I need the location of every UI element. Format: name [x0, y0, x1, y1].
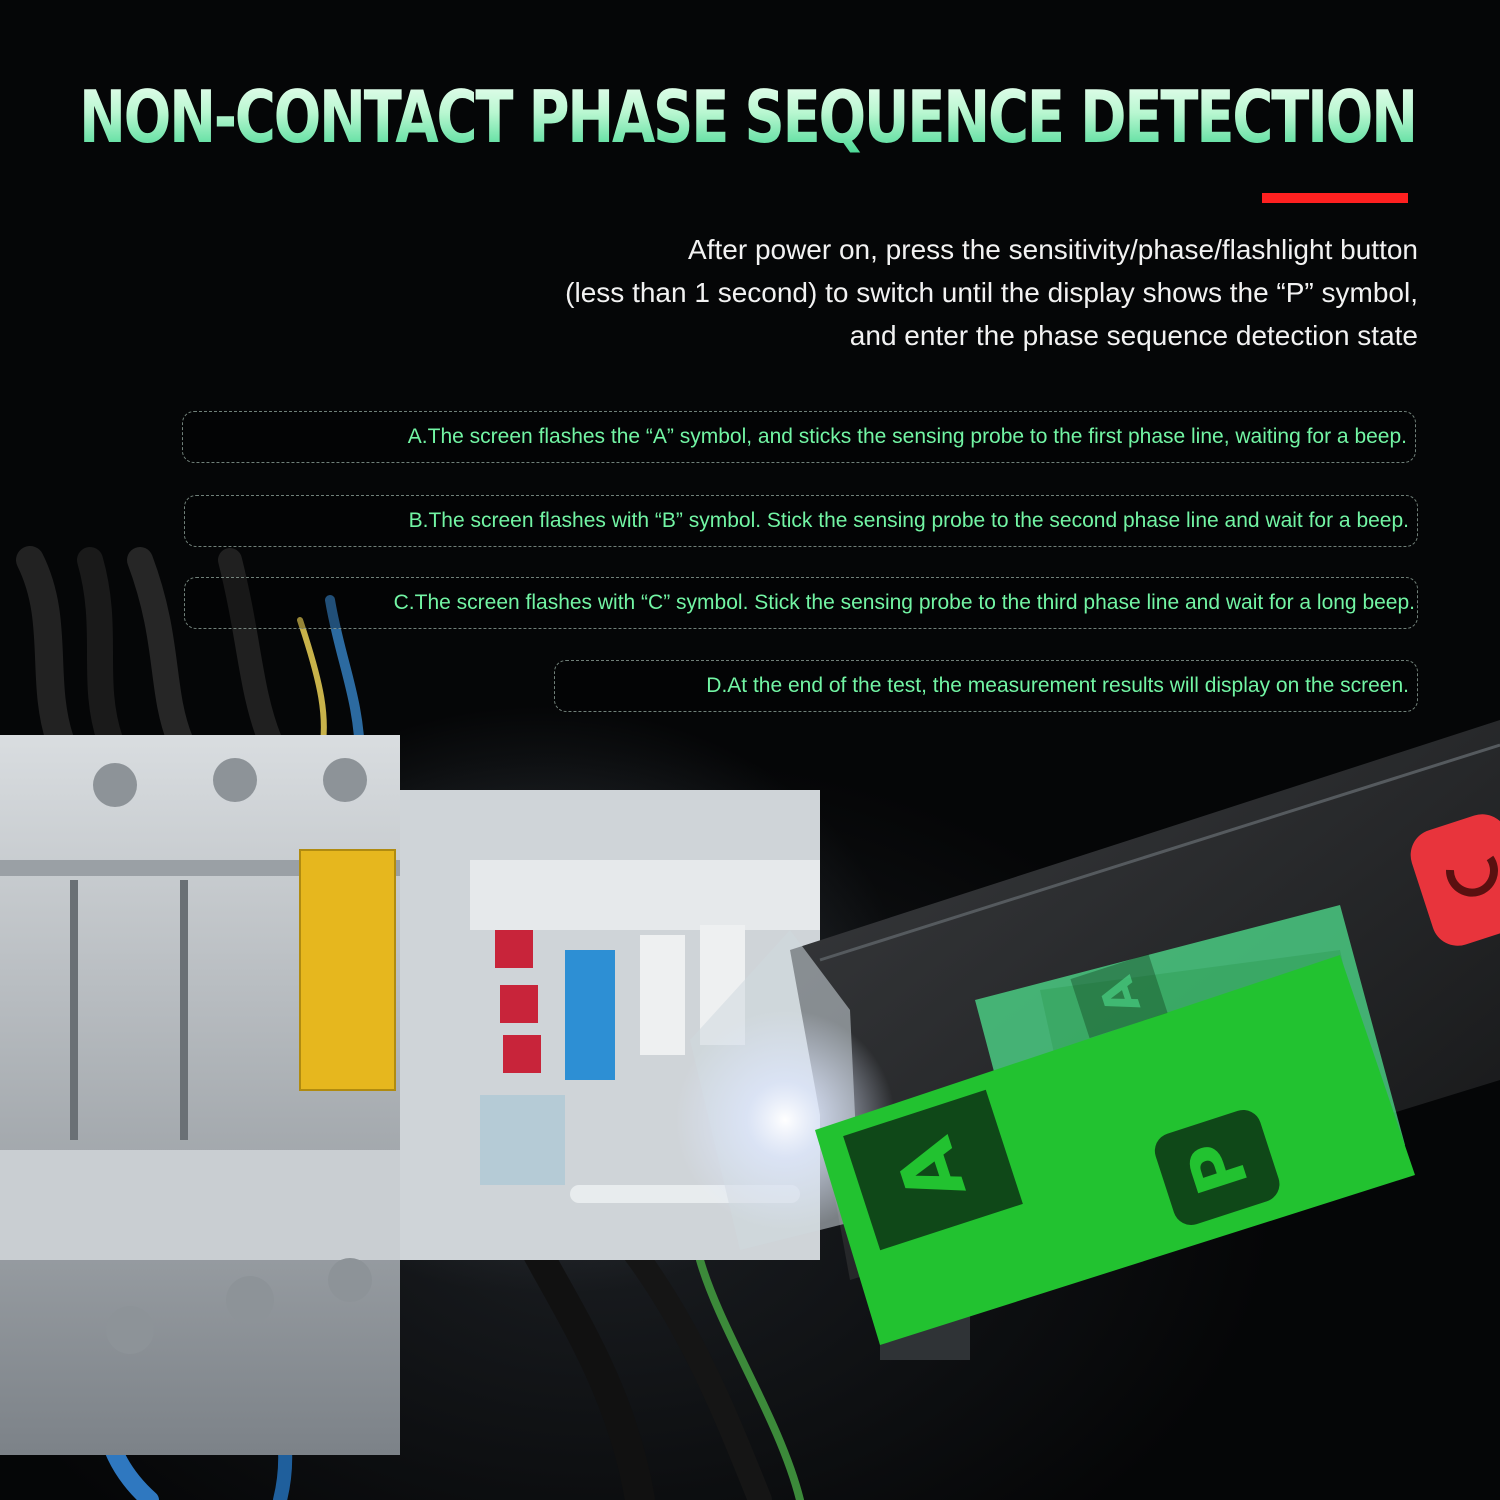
step-a: A.The screen flashes the “A” symbol, and…: [182, 411, 1416, 463]
intro-line: After power on, press the sensitivity/ph…: [688, 234, 1418, 265]
breaker-modules: [0, 735, 970, 1455]
step-d: D.At the end of the test, the measuremen…: [554, 660, 1418, 712]
lcd-display: A P A: [815, 905, 1415, 1345]
step-c: C.The screen flashes with “C” symbol. St…: [184, 577, 1418, 629]
intro-line: and enter the phase sequence detection s…: [849, 320, 1418, 351]
accent-bar: [1262, 193, 1408, 203]
intro-line: (less than 1 second) to switch until the…: [565, 277, 1418, 308]
intro-text: After power on, press the sensitivity/ph…: [318, 228, 1418, 357]
page-title: NON-CONTACT PHASE SEQUENCE DETECTION: [79, 72, 1418, 162]
step-b: B.The screen flashes with “B” symbol. St…: [184, 495, 1418, 547]
